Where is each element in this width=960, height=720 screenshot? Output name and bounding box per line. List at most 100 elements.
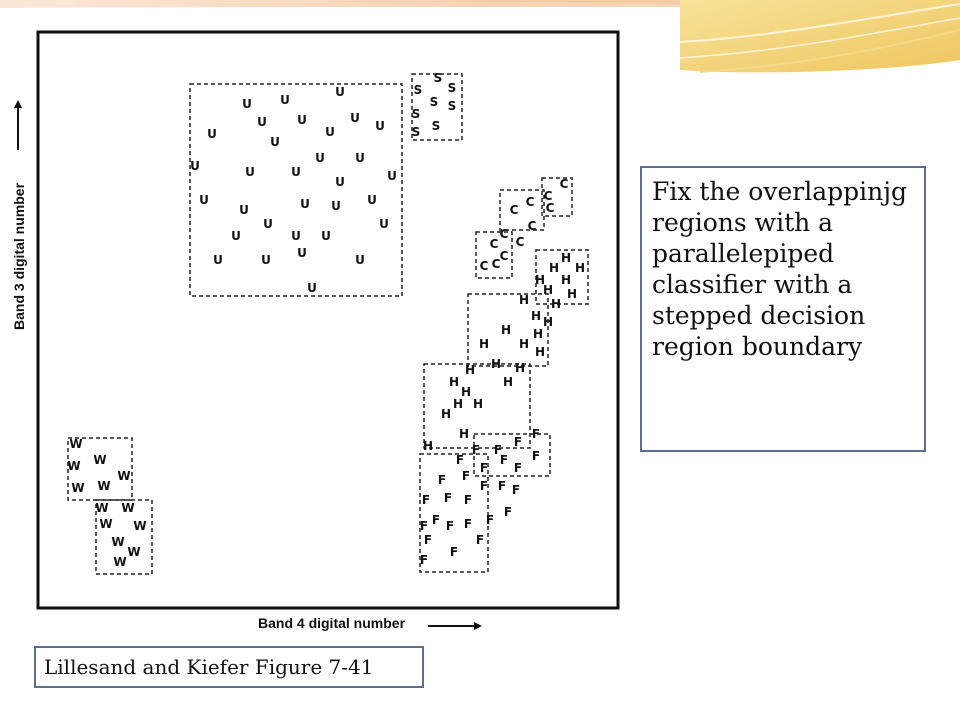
- sample-w: W: [93, 453, 106, 467]
- sample-h: H: [567, 287, 577, 301]
- callout-text: Fix the overlappinjg regions with a para…: [652, 177, 907, 361]
- sample-h: H: [465, 363, 475, 377]
- sample-h: H: [479, 337, 489, 351]
- sample-h: H: [453, 397, 463, 411]
- sample-c: C: [500, 249, 509, 263]
- sample-h: H: [491, 357, 501, 371]
- sample-f: F: [532, 427, 540, 441]
- sample-f: F: [486, 513, 494, 527]
- sample-u: U: [245, 165, 255, 179]
- sample-w: W: [71, 481, 84, 495]
- sample-f: F: [420, 553, 428, 567]
- sample-c: C: [500, 227, 509, 241]
- sample-u: U: [199, 193, 209, 207]
- class-region-box: [475, 231, 513, 279]
- sample-u: U: [270, 135, 280, 149]
- sample-f: F: [462, 469, 470, 483]
- sample-h: H: [549, 261, 559, 275]
- sample-h: H: [423, 439, 433, 453]
- header-decoration: [0, 0, 960, 73]
- sample-c: C: [528, 219, 537, 233]
- sample-f: F: [532, 449, 540, 463]
- sample-h: H: [535, 273, 545, 287]
- class-region-box: [419, 453, 489, 573]
- sample-h: H: [501, 323, 511, 337]
- sample-w: W: [133, 519, 146, 533]
- sample-f: F: [512, 483, 520, 497]
- y-axis-label: Band 3 digital number: [11, 182, 27, 330]
- sample-w: W: [67, 459, 80, 473]
- sample-f: F: [476, 533, 484, 547]
- sample-c: C: [546, 201, 555, 215]
- sample-f: F: [514, 435, 522, 449]
- sample-h: H: [461, 385, 471, 399]
- class-region-box: [473, 433, 551, 477]
- sample-f: F: [480, 479, 488, 493]
- class-region-box: [541, 177, 573, 217]
- sample-w: W: [69, 437, 82, 451]
- sample-f: F: [422, 493, 430, 507]
- sample-h: H: [519, 337, 529, 351]
- sample-u: U: [231, 229, 241, 243]
- sample-h: H: [519, 293, 529, 307]
- sample-c: C: [544, 189, 553, 203]
- sample-u: U: [331, 199, 341, 213]
- decision-regions: [67, 73, 589, 575]
- sample-h: H: [575, 261, 585, 275]
- sample-h: H: [533, 327, 543, 341]
- sample-w: W: [121, 501, 134, 515]
- sample-u: U: [315, 151, 325, 165]
- sample-u: U: [297, 113, 307, 127]
- class-region-box: [411, 73, 463, 141]
- sample-f: F: [514, 461, 522, 475]
- sample-h: H: [515, 361, 525, 375]
- sample-u: U: [190, 159, 200, 173]
- caption-text: Lillesand and Kiefer Figure 7-41: [44, 655, 374, 679]
- sample-u: U: [242, 97, 252, 111]
- sample-u: U: [379, 217, 389, 231]
- sample-u: U: [307, 281, 317, 295]
- sample-u: U: [367, 193, 377, 207]
- sample-c: C: [516, 235, 525, 249]
- sample-f: F: [444, 491, 452, 505]
- sample-s: S: [430, 95, 439, 109]
- sample-u: U: [375, 119, 385, 133]
- sample-s: S: [432, 119, 441, 133]
- sample-f: F: [424, 533, 432, 547]
- figure-caption: Lillesand and Kiefer Figure 7-41: [34, 646, 424, 688]
- class-region-box: [95, 499, 153, 575]
- sample-w: W: [113, 555, 126, 569]
- sample-u: U: [355, 253, 365, 267]
- sample-s: S: [434, 71, 443, 85]
- sample-u: U: [297, 246, 307, 260]
- sample-u: U: [261, 253, 271, 267]
- sample-h: H: [561, 251, 571, 265]
- sample-u: U: [335, 175, 345, 189]
- sample-c: C: [492, 257, 501, 271]
- sample-u: U: [350, 111, 360, 125]
- sample-h: H: [473, 397, 483, 411]
- sample-h: H: [441, 407, 451, 421]
- sample-w: W: [111, 535, 124, 549]
- sample-f: F: [464, 493, 472, 507]
- sample-s: S: [414, 83, 423, 97]
- plot-frame: [36, 30, 620, 610]
- sample-f: F: [472, 443, 480, 457]
- sample-h: H: [543, 315, 553, 329]
- sample-w: W: [99, 517, 112, 531]
- sample-s: S: [412, 125, 421, 139]
- sample-c: C: [526, 195, 535, 209]
- sample-f: F: [498, 479, 506, 493]
- sample-c: C: [560, 177, 569, 191]
- sample-f: F: [504, 505, 512, 519]
- sample-h: H: [449, 375, 459, 389]
- sample-u: U: [239, 203, 249, 217]
- sample-u: U: [291, 165, 301, 179]
- sample-u: U: [387, 169, 397, 183]
- sample-f: F: [420, 519, 428, 533]
- class-region-box: [535, 249, 589, 305]
- class-region-box: [499, 189, 545, 231]
- sample-u: U: [335, 85, 345, 99]
- sample-u: U: [213, 253, 223, 267]
